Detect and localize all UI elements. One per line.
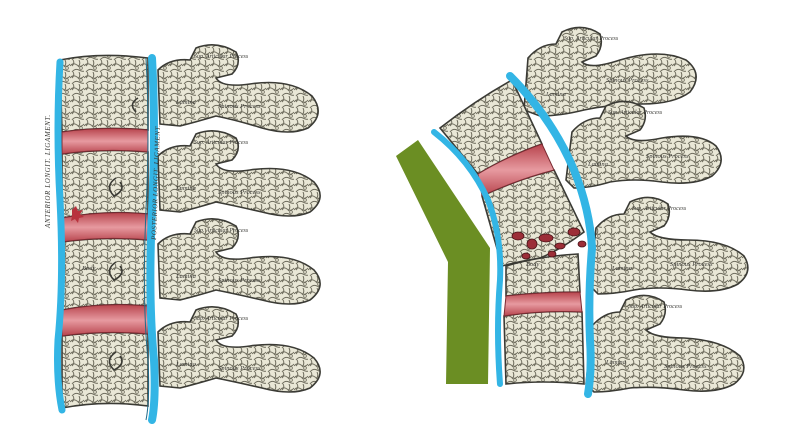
spinous-label-5: Spinous Process — [606, 77, 649, 84]
anterior-ligament-label: ANTERIOR LONGIT. LIGAMENT. — [44, 114, 52, 229]
sup-articular-label-1: Sup. Articular Process — [194, 54, 249, 60]
spinous-label-3: Spinous Process — [218, 277, 261, 284]
spinous-label-7: Spinous Process — [670, 261, 713, 268]
sup-articular-label-3: Sup. Articular Process — [194, 228, 249, 234]
lamina-label-7: Lamina — [611, 265, 632, 272]
vertebral-body-4 — [62, 332, 148, 408]
body-label-1: Body — [82, 265, 95, 272]
lamina-label-5: Lamina — [545, 91, 566, 98]
lamina-label-6: Lamina — [587, 161, 608, 168]
sup-articular-label-2: Sup. Articular Process — [194, 140, 249, 146]
injured-body-4 — [504, 312, 584, 385]
lamina-label-1: Lamina — [175, 99, 196, 106]
injured-spine — [396, 27, 748, 394]
lamina-label-8: Lamina — [605, 359, 626, 366]
sup-articular-label-8: Sup. Articular Process — [628, 304, 683, 310]
lamina-label-4: Lamina — [175, 361, 196, 368]
disc-1 — [62, 128, 148, 154]
lamina-label-3: Lamina — [175, 273, 196, 280]
spinous-label-1: Spinous Process — [218, 103, 261, 110]
sup-articular-label-6: Sup. Articular Process — [608, 110, 663, 116]
spinous-label-8: Spinous Process — [664, 363, 707, 370]
sup-articular-label-7: Sup. Articular Process — [632, 206, 687, 212]
vertebral-body-1 — [60, 55, 148, 132]
sup-articular-label-4: Sup. Articular Process — [194, 316, 249, 322]
lamina-label-2: Lamina — [175, 185, 196, 192]
sup-articular-label-5: Sup. Articular Process — [564, 36, 619, 42]
spinous-label-2: Spinous Process — [218, 189, 261, 196]
disc-3 — [62, 305, 148, 336]
vertebral-body-3 — [62, 238, 148, 310]
body-label-2: Body — [526, 261, 539, 268]
spinous-label-6: Spinous Process — [646, 153, 689, 160]
spinous-label-4: Spinous Process — [218, 365, 261, 372]
